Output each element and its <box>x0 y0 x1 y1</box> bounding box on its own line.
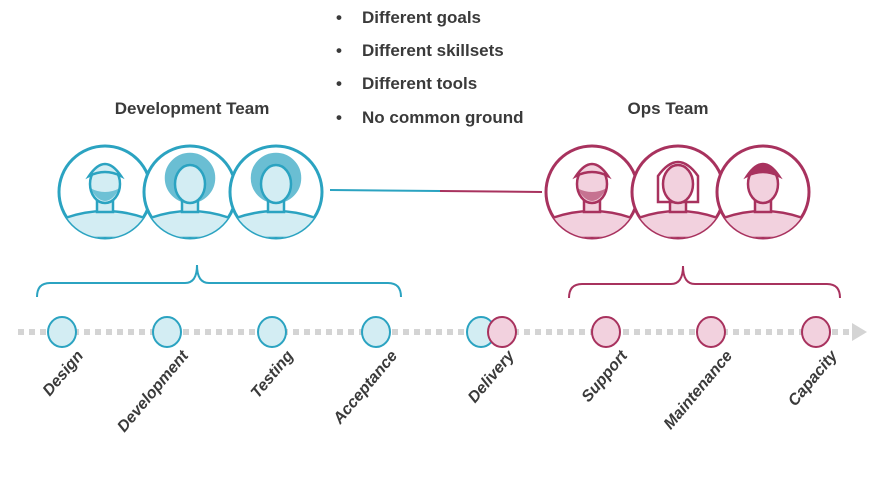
ops-brace <box>568 265 841 299</box>
dev-brace <box>36 264 402 298</box>
avatar-woman-curly <box>142 144 238 240</box>
stage-dot <box>361 316 391 348</box>
stage-dot <box>152 316 182 348</box>
stage-design: Design <box>40 316 87 399</box>
stage-label: Maintenance <box>661 348 736 433</box>
team-avatars <box>57 144 811 240</box>
stage-label: Testing <box>248 347 297 401</box>
bullet-item: No common ground <box>362 108 523 127</box>
stage-label: Acceptance <box>330 348 401 429</box>
stage-dot <box>696 316 726 348</box>
stage-testing: Testing <box>248 316 297 402</box>
bullet-dot: • <box>336 74 342 93</box>
avatar-man-beard <box>57 144 153 240</box>
timeline-arrow-icon <box>852 323 867 341</box>
stage-label: Development <box>114 347 192 435</box>
stage-label: Capacity <box>785 347 842 410</box>
stage-delivery: Delivery <box>465 316 519 406</box>
stage-label: Delivery <box>465 347 519 406</box>
stage-development: Development <box>114 316 192 436</box>
stage-label: Design <box>40 347 87 399</box>
bullet-dot: • <box>336 8 342 27</box>
bullet-dot: • <box>336 108 342 127</box>
connector-line-ops <box>439 190 543 193</box>
bullet-list: • Different goals • Different skillsets … <box>336 8 523 127</box>
avatar-man-beard <box>544 144 640 240</box>
avatar-woman-curly-small <box>228 144 324 240</box>
stage-dot-ops <box>487 316 517 348</box>
stage-dot <box>257 316 287 348</box>
stage-dot <box>801 316 831 348</box>
stage-dot <box>591 316 621 348</box>
ops-team-title: Ops Team <box>628 99 709 118</box>
avatar-woman <box>630 144 726 240</box>
connector-line-dev <box>329 189 441 192</box>
bullet-item: Different tools <box>362 74 477 93</box>
dev-team-title: Development Team <box>115 99 270 118</box>
stage-label: Support <box>579 347 632 405</box>
avatar-man <box>715 144 811 240</box>
bullet-dot: • <box>336 41 342 60</box>
bullet-item: Different goals <box>362 8 481 27</box>
bullet-item: Different skillsets <box>362 41 504 60</box>
stage-dot <box>47 316 77 348</box>
